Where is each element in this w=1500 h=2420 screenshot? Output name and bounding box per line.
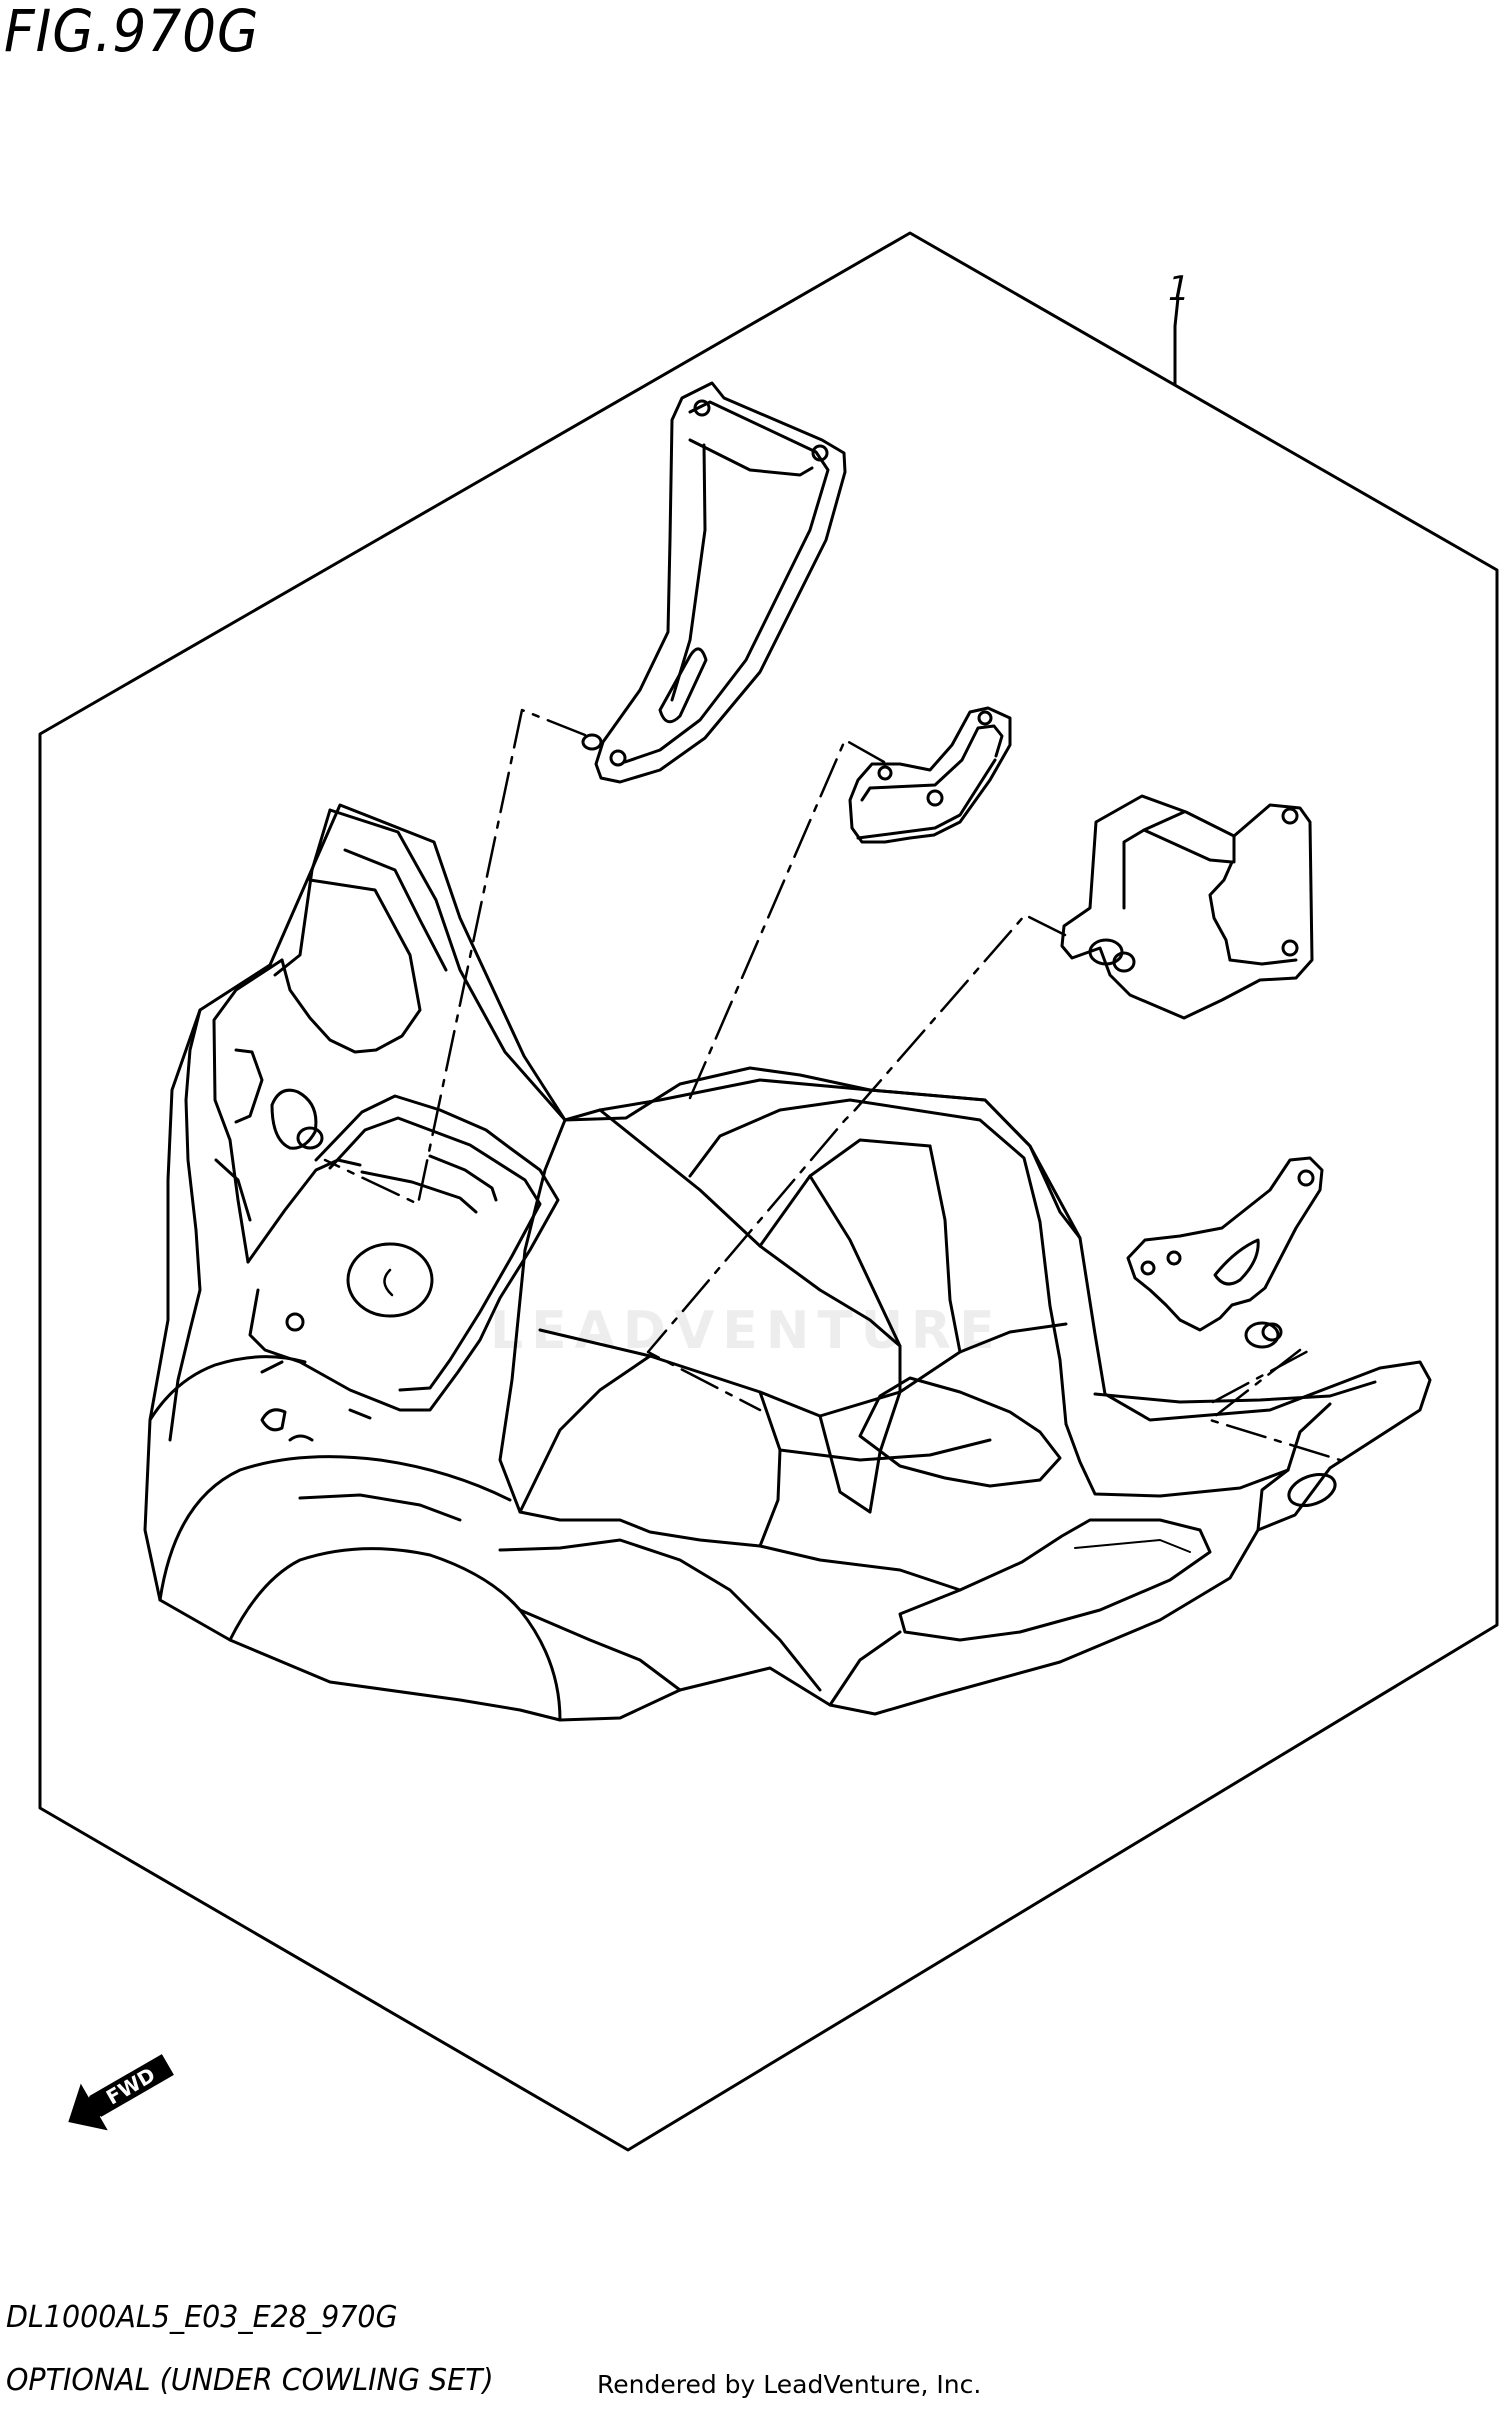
callout-leader-line [1173,296,1180,387]
model-code: DL1000AL5_E03_E28_970G [6,2300,398,2335]
leadventure-watermark: LEADVENTURE [490,1301,1003,1361]
fwd-direction-arrow-icon: FWD [68,2054,174,2131]
rendered-by-credit: Rendered by LeadVenture, Inc. [597,2370,982,2399]
figure-title: FIG.970G [4,0,260,65]
small-angled-bracket-part [1126,1156,1324,1349]
callout-number-1: 1 [1168,269,1190,309]
upper-bracket-part [581,381,847,784]
figure-caption: OPTIONAL (UNDER COWLING SET) [6,2363,494,2398]
square-bracket-part [1060,794,1314,1020]
kit-boundary-hexagon [38,231,1499,2152]
under-cowling-body-part [143,803,1432,1722]
fwd-label: FWD [102,2063,159,2110]
small-flat-bracket-part [848,706,1012,844]
